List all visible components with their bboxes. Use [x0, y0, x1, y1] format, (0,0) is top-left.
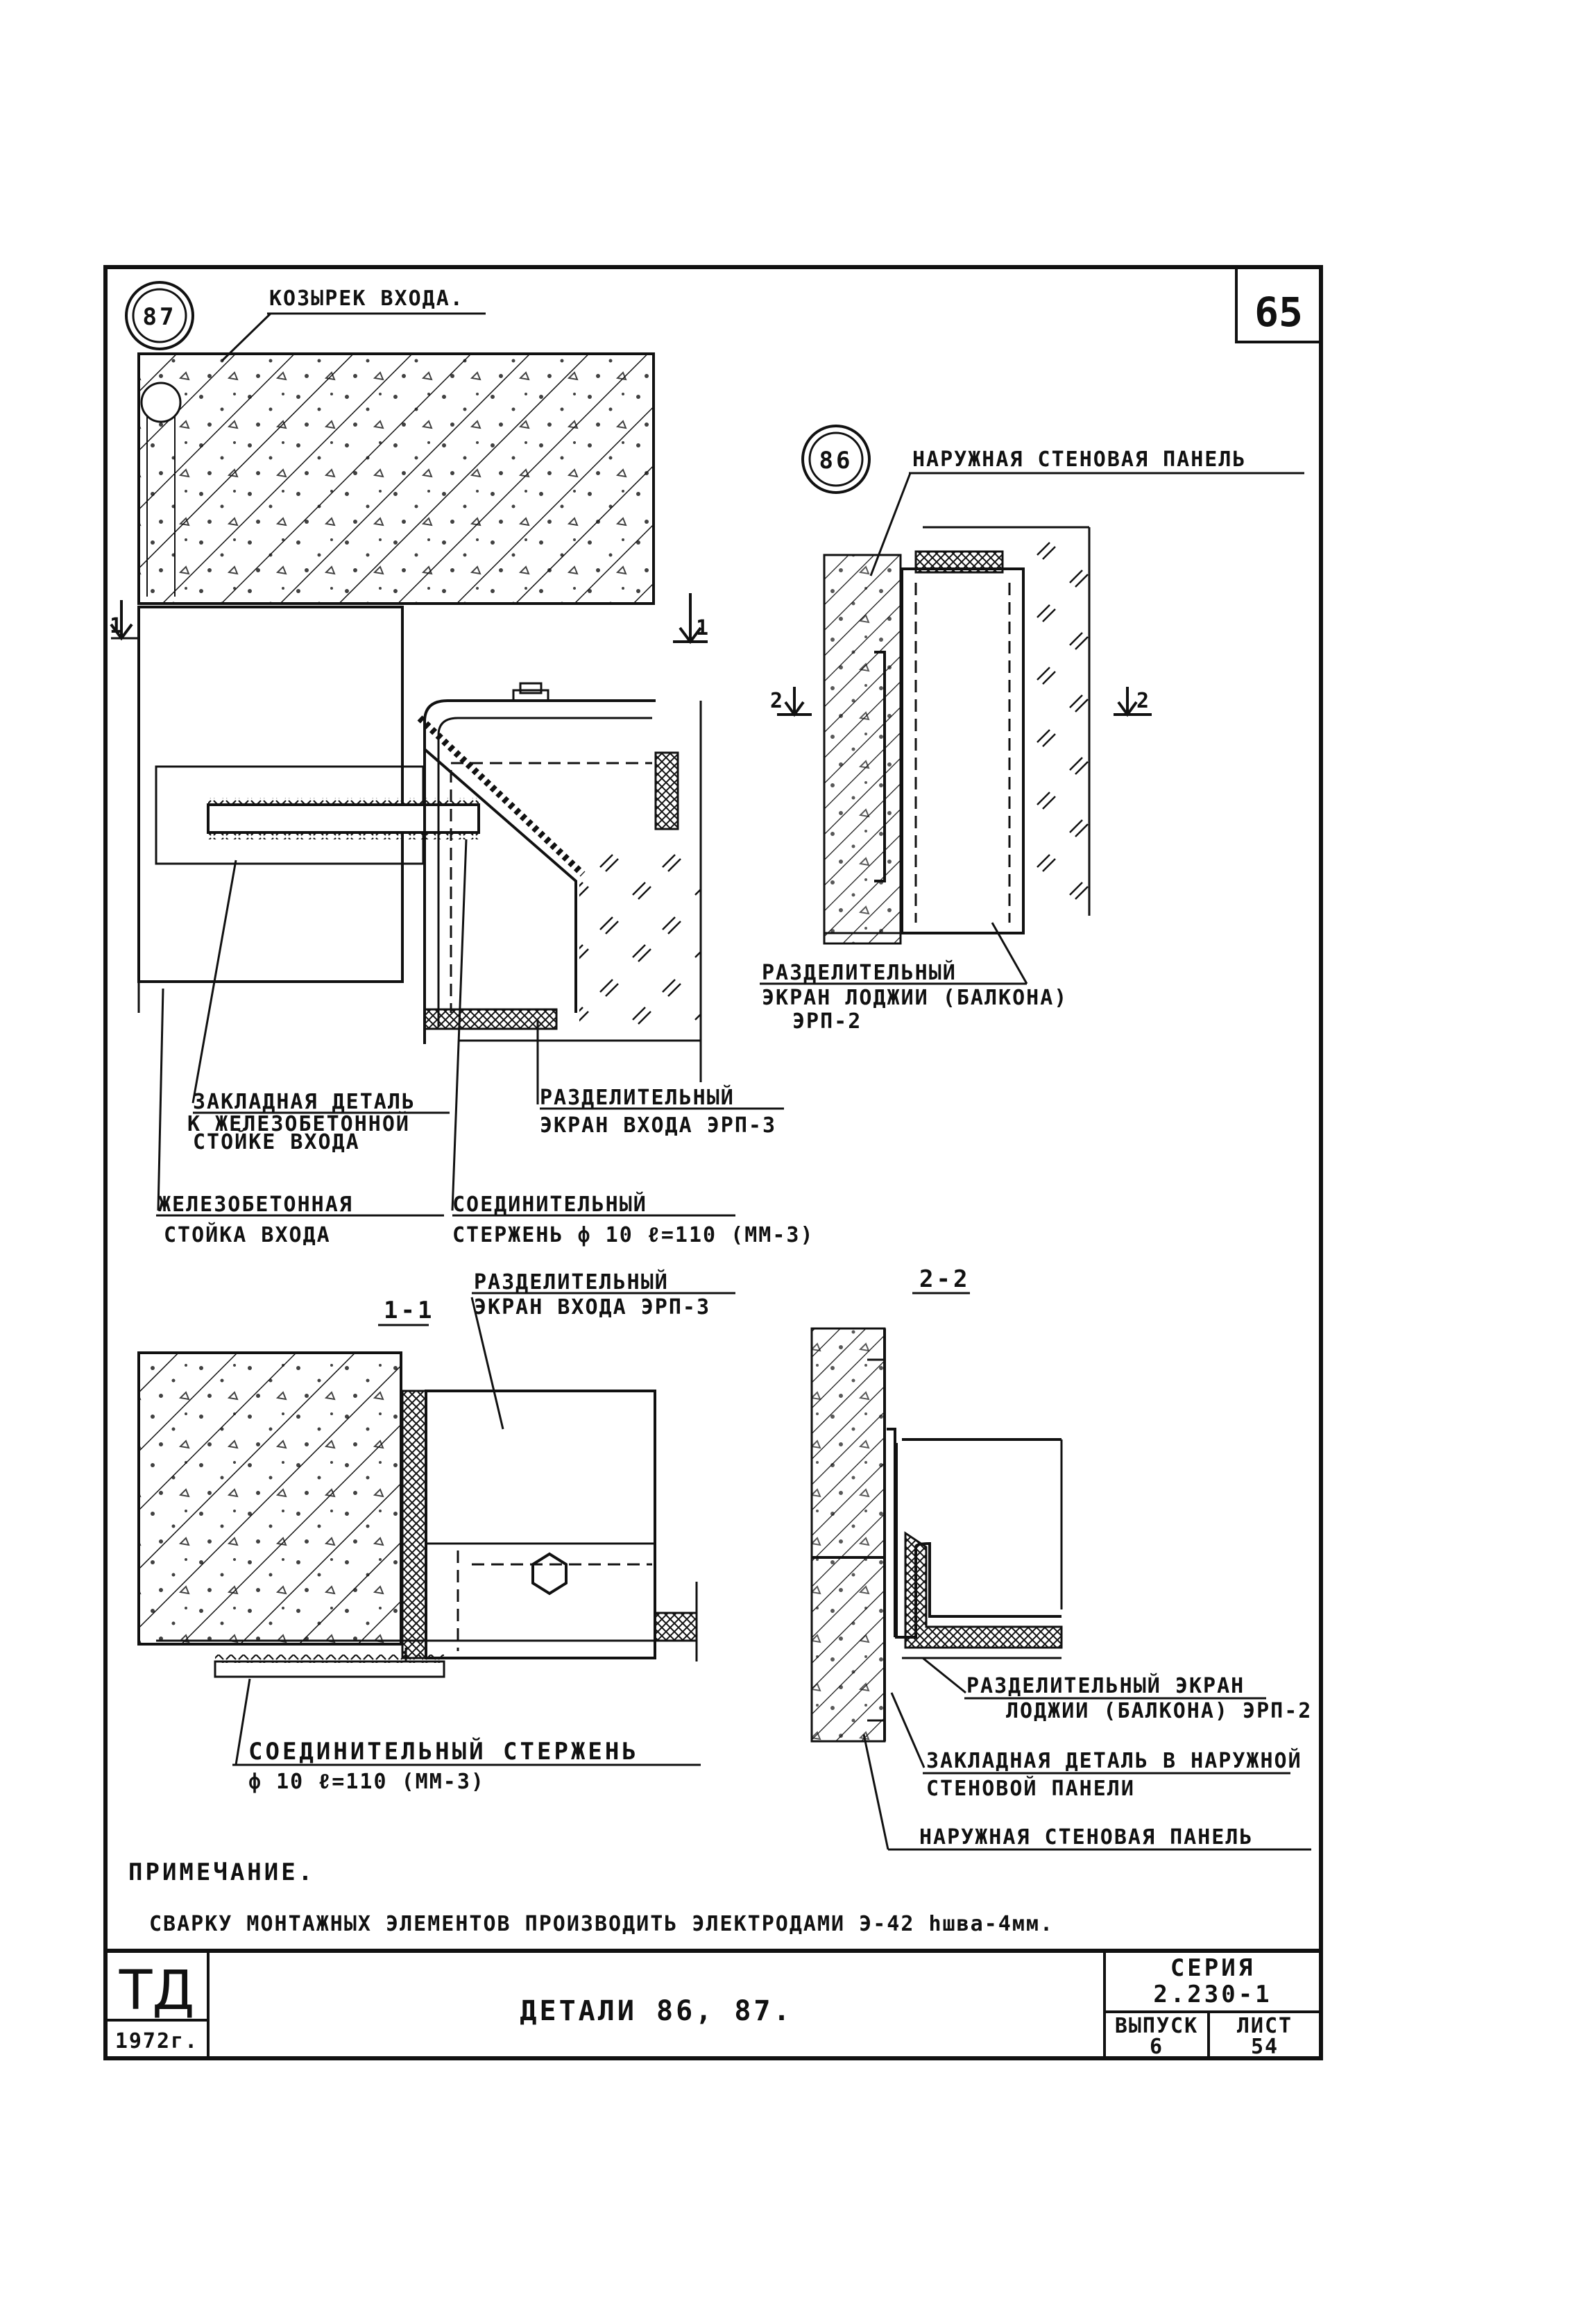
loggia-screen-label-3: ЭРП-2 — [792, 1009, 862, 1034]
loggia-screen-label-2: ЭКРАН ЛОДЖИИ (БАЛКОНА) — [762, 986, 1068, 1010]
title-block: ТД 1972г. ДЕТАЛИ 86, 87. СЕРИЯ 2.230-1 В… — [105, 1949, 1321, 2059]
section-1-1-title: 1-1 — [384, 1297, 434, 1324]
seal-section-1 — [654, 1612, 698, 1642]
lifting-loop — [140, 382, 182, 423]
seal-top — [654, 751, 679, 830]
hex-nut — [531, 1552, 568, 1596]
note-heading: ПРИМЕЧАНИЕ. — [128, 1859, 315, 1886]
sheet-frame — [103, 265, 1323, 2060]
sheet-number-box — [1235, 266, 1322, 343]
section-1-1-screen-label-2: ЭКРАН ВХОДА ЭРП-3 — [474, 1295, 710, 1319]
screen-erp3-label-1: РАЗДЕЛИТЕЛЬНЫЙ — [540, 1085, 735, 1110]
section-1-1-screen-label-1: РАЗДЕЛИТЕЛЬНЫЙ — [474, 1270, 669, 1295]
embedded-part-label-1: ЗАКЛАДНАЯ ДЕТАЛЬ — [193, 1090, 416, 1114]
cut-mark-1-right: 1 — [696, 616, 710, 640]
section-2-2: 2-2 — [810, 1265, 1063, 1743]
detail-86: 86 НАРУЖНАЯ СТЕНОВАЯ ПАНЕЛЬ 2 2 РАЗДЕЛИТ… — [760, 425, 1304, 1034]
sheet-value: 54 — [1251, 2035, 1279, 2059]
cut-mark-1-left: 1 — [110, 614, 123, 638]
year: 1972г. — [115, 2029, 198, 2053]
section-2-2-screen-label-1: РАЗДЕЛИТЕЛЬНЫЙ ЭКРАН — [966, 1673, 1245, 1698]
org-mark: ТД — [119, 1960, 195, 2022]
connecting-rod-section — [214, 1660, 445, 1678]
note-text: СВАРКУ МОНТАЖНЫХ ЭЛЕМЕНТОВ ПРОИЗВОДИТЬ Э… — [149, 1912, 1054, 1936]
drawing-title: ДЕТАЛИ 86, 87. — [520, 1995, 792, 2027]
rod-label-1: СОЕДИНИТЕЛЬНЫЙ — [452, 1192, 647, 1217]
detail-87-marker-label: 87 — [143, 303, 177, 331]
detail-87-marker — [125, 281, 194, 350]
cut-mark-2-left: 2 — [770, 689, 784, 713]
section-2-2-embedded-label-1: ЗАКЛАДНАЯ ДЕТАЛЬ В НАРУЖНОЙ — [926, 1748, 1302, 1773]
series-value: 2.230-1 — [1153, 1981, 1272, 2008]
loggia-screen — [901, 567, 1025, 934]
rod-label-2: СТЕРЖЕНЬ ф 10 ℓ=110 (ММ-3) — [452, 1223, 815, 1247]
section-2-2-panel-label: НАРУЖНАЯ СТЕНОВАЯ ПАНЕЛЬ — [919, 1825, 1253, 1849]
embedded-part-label-3: СТОЙКЕ ВХОДА — [193, 1129, 360, 1154]
issue-value: 6 — [1150, 2035, 1163, 2059]
detail-87: 87 КОЗЫРЕК ВХОДА. 1 1 — [110, 281, 710, 1082]
series-label: СЕРИЯ — [1170, 1954, 1255, 1982]
embedded-part-label-2: К ЖЕЛЕЗОБЕТОННОЙ — [187, 1111, 410, 1136]
section-1-1: 1-1 РАЗДЕЛИТЕЛЬНЫЙ ЭКРАН ВХОДА ЭРП-3 СОЕ… — [137, 1270, 735, 1794]
section-1-1-rod-label-2: ф 10 ℓ=110 (ММ-3) — [248, 1770, 485, 1794]
glazing-86 — [1027, 527, 1089, 916]
screen-erp3-label-2: ЭКРАН ВХОДА ЭРП-3 — [540, 1113, 776, 1138]
loggia-screen-label-1: РАЗДЕЛИТЕЛЬНЫЙ — [762, 960, 957, 985]
sheet-label: ЛИСТ — [1237, 2014, 1293, 2038]
screen-erp3-section — [425, 1390, 656, 1659]
rc-post — [137, 606, 404, 983]
screen-erp3 — [423, 699, 656, 1044]
sheet-number: 65 — [1254, 289, 1303, 336]
section-2-2-screen-label-2: ЛОДЖИИ (БАЛКОНА) ЭРП-2 — [1006, 1699, 1312, 1723]
seal-bottom — [423, 1008, 558, 1030]
detail-86-marker — [801, 425, 871, 494]
detail-86-title: НАРУЖНАЯ СТЕНОВАЯ ПАНЕЛЬ — [912, 447, 1246, 472]
section-2-2-labels: РАЗДЕЛИТЕЛЬНЫЙ ЭКРАН ЛОДЖИИ (БАЛКОНА) ЭР… — [862, 1657, 1312, 1851]
seal-86 — [914, 550, 1004, 574]
detail-87-title: КОЗЫРЕК ВХОДА. — [269, 287, 464, 311]
section-1-1-rod-label-1: СОЕДИНИТЕЛЬНЫЙ СТЕРЖЕНЬ — [248, 1737, 639, 1766]
rc-post-label-1: ЖЕЛЕЗОБЕТОННАЯ — [158, 1193, 353, 1217]
glazing-1 — [579, 839, 701, 1037]
detail-86-marker-label: 86 — [819, 447, 853, 475]
note: ПРИМЕЧАНИЕ. СВАРКУ МОНТАЖНЫХ ЭЛЕМЕНТОВ П… — [128, 1859, 1054, 1936]
issue-label: ВЫПУСК — [1115, 2014, 1198, 2038]
cut-mark-2-right: 2 — [1136, 689, 1150, 713]
section-2-2-embedded-label-2: СТЕНОВОЙ ПАНЕЛИ — [926, 1776, 1135, 1801]
section-2-2-title: 2-2 — [919, 1265, 970, 1293]
detail-87-labels: ЗАКЛАДНАЯ ДЕТАЛЬ К ЖЕЛЕЗОБЕТОННОЙ СТОЙКЕ… — [156, 839, 815, 1247]
rc-post-label-2: СТОЙКА ВХОДА — [164, 1222, 331, 1247]
